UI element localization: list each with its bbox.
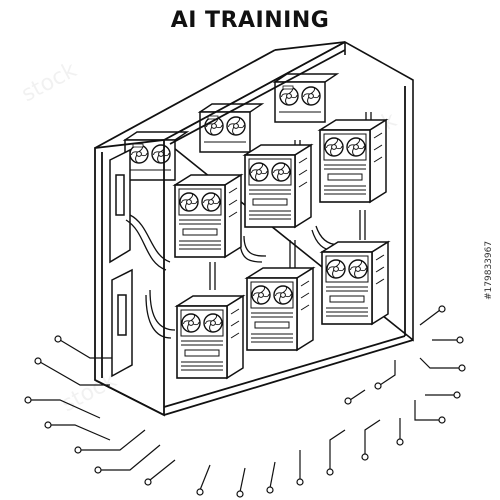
rack-front-frame	[94, 41, 414, 417]
stock-id-label: #179833967	[484, 240, 494, 300]
illustration-title: AI TRAINING	[170, 8, 330, 33]
circuit-traces	[24, 305, 466, 498]
left-side-panels	[109, 148, 133, 378]
cooling-tubes	[125, 112, 372, 339]
